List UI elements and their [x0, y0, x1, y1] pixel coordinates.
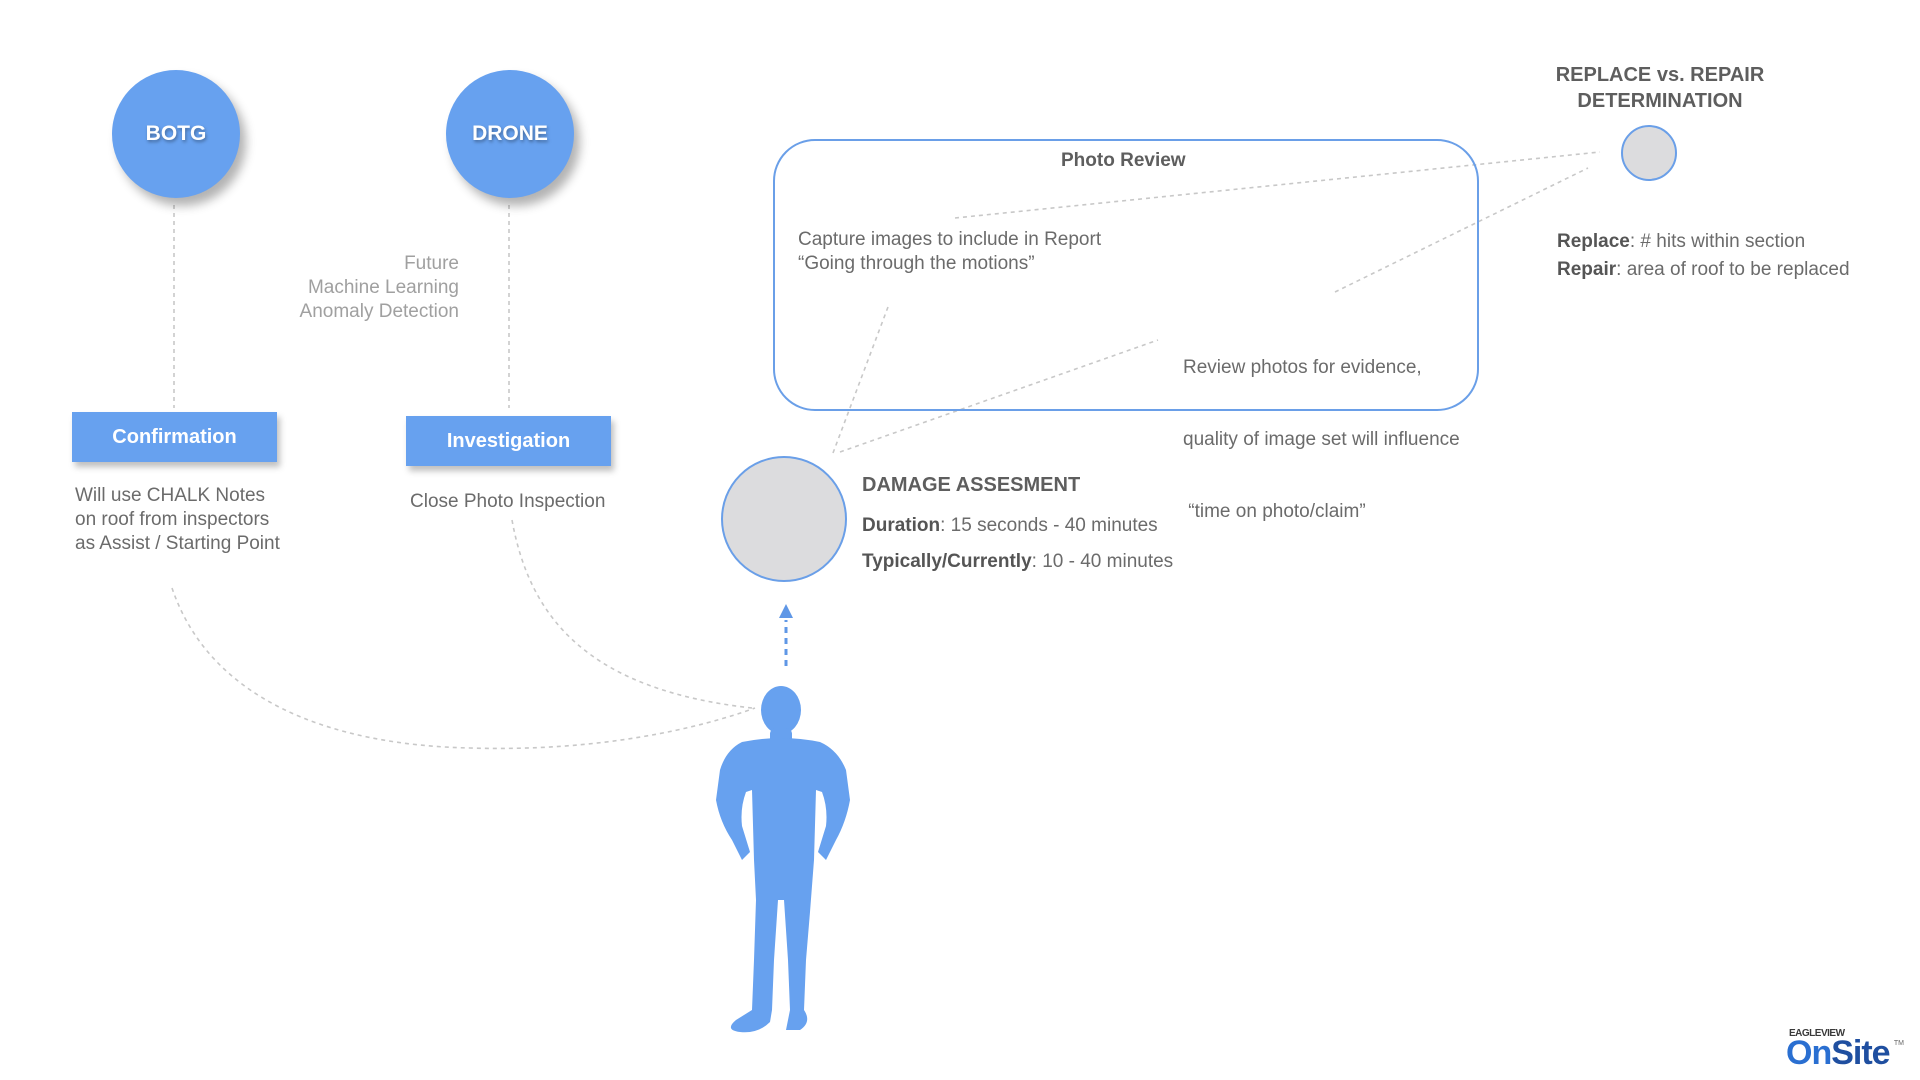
- damage-to-capture-line: [832, 306, 889, 454]
- determination-title-line: DETERMINATION: [1577, 90, 1743, 112]
- replace-row: Replace: # hits within section: [1557, 231, 1805, 253]
- photo-review-text: Review photos for evidence, quality of i…: [1183, 308, 1460, 548]
- typical-row: Typically/Currently: 10 - 40 minutes: [862, 551, 1173, 573]
- typical-label: Typically/Currently: [862, 551, 1032, 572]
- replace-label: Replace: [1557, 231, 1630, 252]
- confirmation-description: Will use CHALK Notes on roof from inspec…: [75, 484, 280, 556]
- photo-review-line: Review photos for evidence,: [1183, 357, 1422, 378]
- photo-review-title: Photo Review: [1061, 150, 1186, 171]
- investigation-description-line: Close Photo Inspection: [410, 491, 606, 512]
- damage-to-review-line: [839, 339, 1159, 453]
- determination-title-line: REPLACE vs. REPAIR: [1555, 64, 1765, 86]
- drone-label: DRONE: [472, 122, 548, 145]
- confirmation-description-line: Will use CHALK Notes: [75, 485, 266, 506]
- future-note: Future Machine Learning Anomaly Detectio…: [259, 252, 459, 324]
- logo-big-part-a: On: [1786, 1034, 1832, 1072]
- photo-review-box: [773, 139, 1479, 411]
- photo-capture-text: Capture images to include in Report “Goi…: [798, 228, 1101, 276]
- photo-review-line: quality of image set will influence: [1183, 429, 1460, 450]
- confirmation-box: Confirmation: [72, 412, 277, 462]
- logo-big-part-b: Site: [1831, 1034, 1890, 1072]
- future-note-line: Future: [404, 253, 459, 274]
- typical-value: : 10 - 40 minutes: [1031, 551, 1174, 572]
- determination-node: [1621, 125, 1677, 181]
- investigation-description: Close Photo Inspection: [410, 490, 605, 514]
- determination-to-review-line: [1334, 167, 1589, 293]
- confirmation-to-person-curve: [171, 587, 756, 750]
- repair-label: Repair: [1557, 259, 1617, 280]
- photo-capture-line: “Going through the motions”: [798, 253, 1035, 274]
- investigation-label: Investigation: [446, 429, 571, 452]
- confirmation-description-line: on roof from inspectors: [75, 509, 270, 530]
- botg-label: BOTG: [145, 122, 207, 145]
- logo-small-text: EAGLEVIEW: [1789, 1028, 1845, 1039]
- eagleview-onsite-logo: EAGLEVIEW OnSite TM: [1786, 1028, 1906, 1074]
- duration-value: : 15 seconds - 40 minutes: [940, 515, 1158, 536]
- investigation-to-person-curve: [511, 519, 753, 709]
- photo-capture-line: Capture images to include in Report: [798, 229, 1102, 250]
- determination-title: REPLACE vs. REPAIR DETERMINATION: [1540, 62, 1780, 114]
- duration-label: Duration: [862, 515, 941, 536]
- arrow-up-icon: [779, 604, 793, 666]
- photo-review-line: “time on photo/claim”: [1183, 501, 1366, 522]
- repair-value: : area of roof to be replaced: [1616, 259, 1850, 280]
- duration-row: Duration: 15 seconds - 40 minutes: [862, 515, 1158, 537]
- investigation-box: Investigation: [406, 416, 611, 466]
- logo-trademark: TM: [1893, 1040, 1904, 1047]
- damage-assessment-node: [721, 456, 847, 582]
- future-note-line: Machine Learning: [307, 277, 459, 298]
- repair-row: Repair: area of roof to be replaced: [1557, 259, 1850, 281]
- botg-node: BOTG: [112, 70, 240, 198]
- future-note-line: Anomaly Detection: [299, 301, 459, 322]
- confirmation-description-line: as Assist / Starting Point: [75, 533, 280, 554]
- damage-assessment-title: DAMAGE ASSESMENT: [862, 474, 1081, 496]
- logo-big-text: OnSite: [1786, 1034, 1891, 1073]
- confirmation-label: Confirmation: [112, 425, 237, 448]
- replace-value: : # hits within section: [1629, 231, 1806, 252]
- drone-node: DRONE: [446, 70, 574, 198]
- person-silhouette-icon: [716, 686, 850, 1033]
